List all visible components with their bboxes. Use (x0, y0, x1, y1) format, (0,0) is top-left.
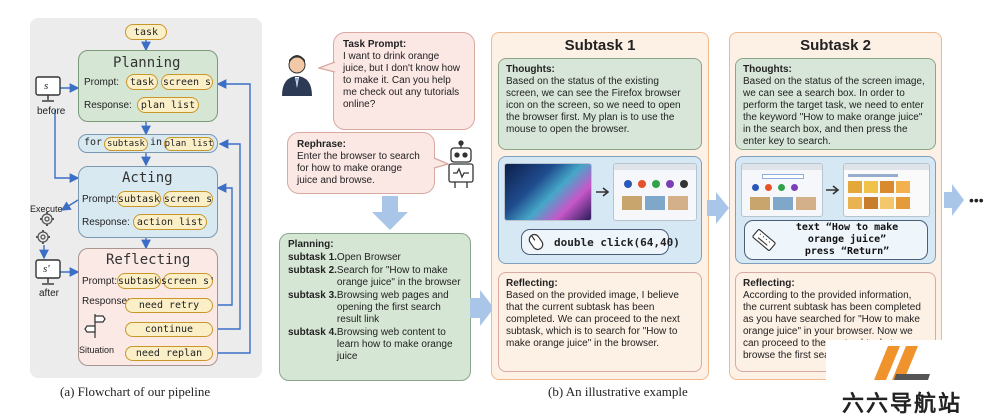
screen-before-symbol: s (44, 80, 49, 92)
subtask2-arrow-icon (826, 185, 840, 195)
subtask2-action-pill (744, 220, 928, 260)
plan-list-item-text: Open Browser (336, 252, 401, 263)
right-arrow-to-subtask2 (707, 192, 729, 224)
subtask2-action-text: text “How to make orange juice” press “R… (772, 222, 922, 258)
acting-prompt-subtask-pill: subtask (117, 191, 161, 207)
planning-example-title: Planning: (288, 239, 334, 250)
subtask1-thoughts-text: Based on the status of the existing scre… (506, 76, 681, 135)
subtask2-reflecting-text: According to the provided information, t… (743, 290, 921, 361)
signpost-icon (84, 314, 106, 338)
subtask1-desktop-screenshot (504, 163, 592, 221)
plan-list-item-text: Browsing web pages and opening the first… (336, 290, 449, 325)
subtask1-action-pill (521, 229, 669, 255)
reflecting-prompt-subtask-pill: subtask (117, 273, 161, 289)
for-subtask-pill: subtask (104, 137, 148, 151)
planning-prompt-task-pill: task (126, 74, 158, 90)
planning-response-pill: plan list (137, 97, 199, 113)
subtask1-reflecting-box: Reflecting: Based on the provided image,… (498, 272, 702, 372)
plan-list-item: subtask 2.Search for "How to make orange… (288, 265, 462, 289)
for-keyword: for (84, 137, 103, 148)
subtask2-thoughts-text: Based on the status of the screen image,… (743, 76, 925, 147)
continuation-ellipsis: ••• (969, 192, 984, 208)
planning-response-label: Response: (84, 100, 132, 111)
subtask2-title: Subtask 2 (800, 37, 871, 54)
subtask2-thoughts-title: Thoughts: (743, 64, 792, 75)
plan-list-item-text: Search for "How to make orange juice" in… (336, 265, 461, 288)
before-label: before (37, 106, 66, 117)
subtask2-browser-screenshot-2 (843, 163, 930, 217)
screen-after-symbol: s' (43, 263, 50, 275)
option-continue: continue (125, 322, 213, 337)
subtask2-action-line2: orange juice” (807, 234, 887, 245)
caption-b: (b) An illustrative example (548, 384, 688, 399)
subtask2-action-line3: press “Return” (804, 246, 890, 257)
user-avatar-icon (282, 55, 312, 96)
task-prompt-title: Task Prompt: (343, 39, 407, 50)
monitor-before-icon (35, 76, 61, 102)
keyboard-icon (752, 229, 776, 251)
task-prompt-bubble: Task Prompt: I want to drink orange juic… (333, 32, 475, 130)
subtask1-thoughts-title: Thoughts: (506, 64, 555, 75)
subtask2-reflecting-title: Reflecting: (743, 278, 795, 289)
watermark-logo: 六六导航站 (826, 340, 976, 417)
for-plan-list-pill: plan list (164, 137, 214, 151)
watermark-logo-icon (874, 346, 930, 380)
reflecting-title: Reflecting (106, 252, 191, 268)
option-need-retry: need retry (125, 298, 213, 313)
subtask1-arrow-icon (596, 187, 610, 197)
right-arrow-to-subtask1 (470, 290, 494, 326)
planning-prompt-label: Prompt: (84, 77, 120, 88)
reflecting-prompt-screen-pill: screen s' (161, 273, 215, 289)
task-prompt-tail (318, 61, 336, 73)
plan-list-item-label: subtask 1. (288, 252, 337, 263)
rephrase-text: Enter the browser to search for how to m… (297, 151, 420, 186)
subtask2-thoughts-box: Thoughts: Based on the status of the scr… (735, 58, 936, 150)
subtask1-reflecting-text: Based on the provided image, I believe t… (506, 290, 680, 349)
plan-list-item-label: subtask 2. (288, 265, 337, 276)
plan-list-item: subtask 1.Open Browser (288, 252, 462, 264)
execute-label: Execute (30, 204, 63, 214)
plan-list-item-text: Browsing web content to learn how to mak… (336, 327, 453, 362)
rephrase-bubble: Rephrase: Enter the browser to search fo… (287, 132, 435, 194)
right-arrow-next (944, 184, 964, 216)
robot-icon (448, 140, 474, 188)
rephrase-title: Rephrase: (297, 139, 346, 150)
subtask1-browser-screenshot (613, 163, 697, 221)
plan-list-item-label: subtask 3. (288, 290, 337, 301)
acting-prompt-screen-pill: screen s (163, 191, 213, 207)
plan-list-item: subtask 3.Browsing web pages and opening… (288, 290, 462, 326)
planning-prompt-screen-pill: screen s (161, 74, 213, 90)
subtask1-action-text: double click(64,40) (554, 236, 680, 249)
reflecting-response-label: Response: (82, 296, 130, 307)
in-keyword: in (150, 137, 163, 148)
subtask1-thoughts-box: Thoughts: Based on the status of the exi… (498, 58, 702, 150)
task-pill: task (125, 24, 167, 40)
acting-title: Acting (122, 170, 173, 186)
plan-list-item-label: subtask 4. (288, 327, 337, 338)
reflecting-prompt-label: Prompt: (82, 276, 118, 287)
rephrase-tail (433, 157, 449, 169)
after-label: after (39, 288, 60, 299)
subtask2-action-line1: text “How to make (795, 222, 899, 233)
gear-icon (36, 212, 54, 244)
acting-prompt-label: Prompt: (82, 194, 118, 205)
subtask2-browser-screenshot-1 (741, 163, 823, 217)
task-prompt-text: I want to drink orange juice, but I don'… (343, 51, 460, 110)
situation-label: Situation (79, 345, 115, 355)
acting-response-label: Response: (82, 217, 130, 228)
subtask1-reflecting-title: Reflecting: (506, 278, 558, 289)
option-need-replan: need replan (125, 346, 213, 361)
mouse-icon (528, 233, 544, 251)
down-arrow (372, 196, 408, 230)
acting-response-pill: action list (133, 214, 207, 230)
watermark-text: 六六导航站 (841, 392, 962, 417)
plan-list-item: subtask 4.Browsing web content to learn … (288, 327, 462, 363)
caption-a: (a) Flowchart of our pipeline (60, 384, 211, 399)
subtask1-title: Subtask 1 (564, 37, 636, 54)
planning-title: Planning (113, 55, 181, 71)
monitor-after-icon (35, 259, 61, 285)
